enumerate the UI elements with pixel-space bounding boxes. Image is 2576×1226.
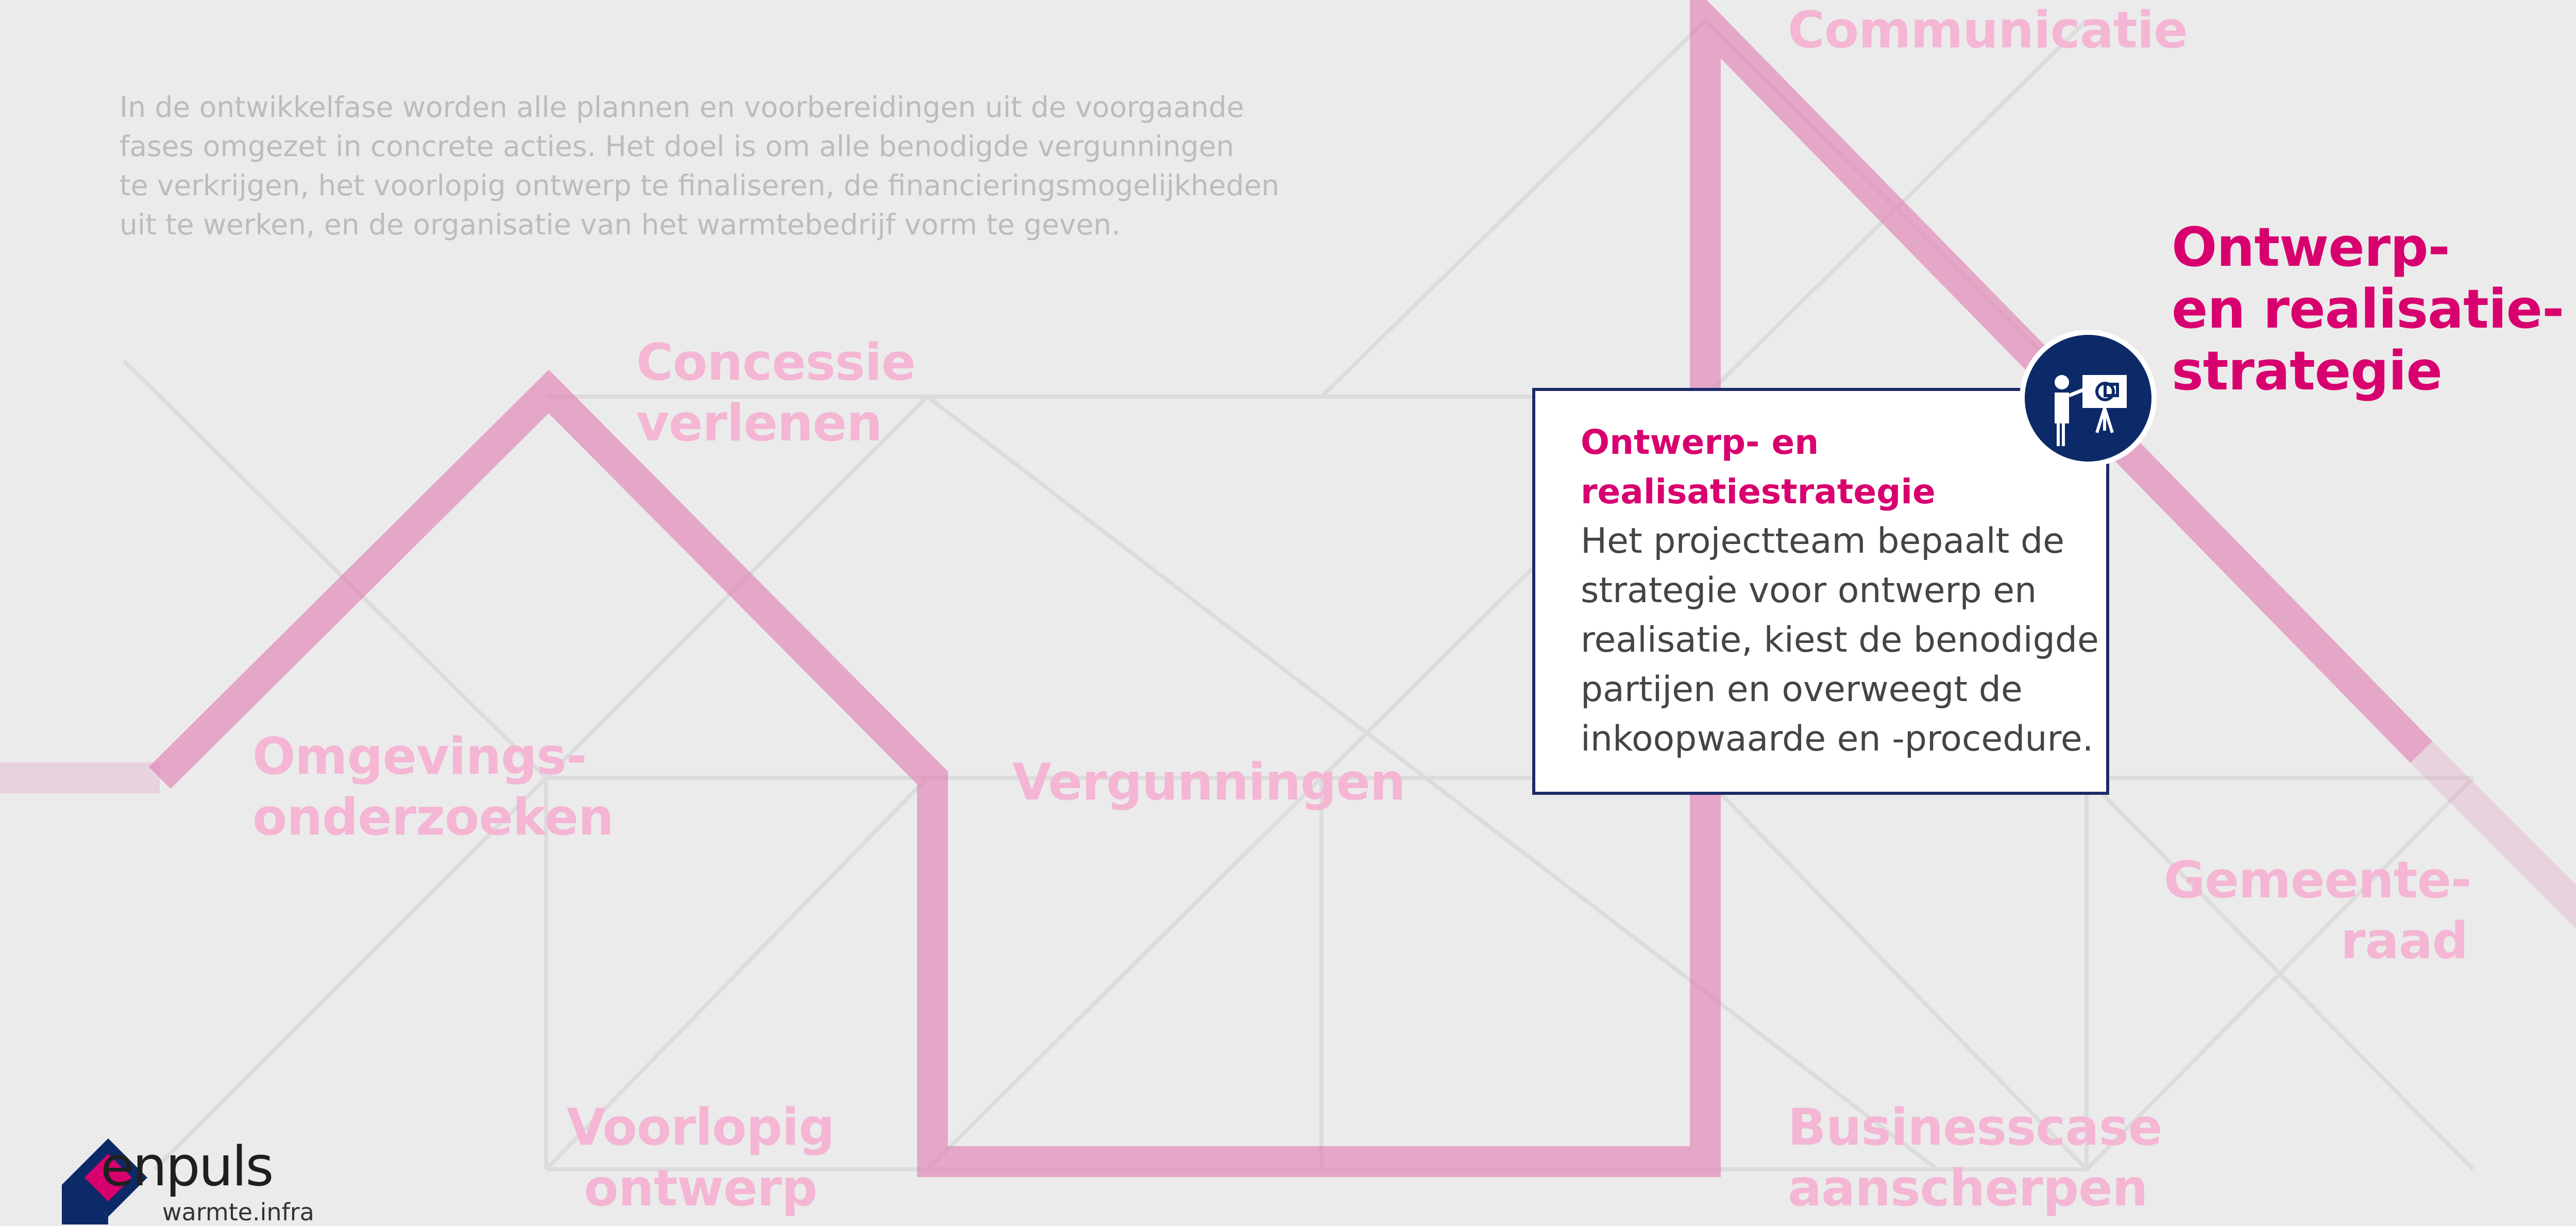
step-label: Businesscase [1788,1098,2162,1157]
step-label: Gemeente- [2164,851,2472,910]
info-text-line: Het projectteam bepaalt de [1581,521,2064,561]
step-voorlopig-ontwerp[interactable]: Voorlopig ontwerp [567,1097,835,1219]
intro-paragraph: In de ontwikkelfase worden alle plannen … [120,88,1304,244]
step-businesscase-aanscherpen[interactable]: Businesscase aanscherpen [1788,1097,2162,1219]
step-label: ontwerp [584,1159,817,1218]
step-communicatie[interactable]: Communicatie [1788,0,2188,61]
step-label: Ontwerp- [2172,216,2450,279]
step-label: Voorlopig [567,1098,835,1157]
step-label: Communicatie [1788,1,2188,60]
enpuls-logo-icon [62,1138,147,1224]
intro-line: In de ontwikkelfase worden alle plannen … [120,91,1244,124]
step-concessie-verlenen[interactable]: Concessie verlenen [636,332,916,454]
step-label: verlenen [636,394,883,453]
step-label: Concessie [636,333,916,392]
info-text-line: realisatie, kiest de benodigde [1581,620,2099,660]
logo-subtitle: warmte.infra [162,1198,314,1226]
info-title-line: Ontwerp- en [1581,422,1819,462]
step-label: en realisatie- [2172,278,2564,340]
step-gemeenteraad[interactable]: Gemeente- raad [2164,850,2472,972]
intro-line: te verkrijgen, het voorlopig ontwerp te … [120,169,1280,202]
intro-line: fases omgezet in concrete acties. Het do… [120,130,1234,163]
info-text-line: strategie voor ontwerp en [1581,570,2037,611]
step-label: Omgevings- [252,727,587,786]
step-label: onderzoeken [252,788,614,847]
step-label: raad [2341,912,2468,970]
step-omgevingsonderzoeken[interactable]: Omgevings- onderzoeken [252,726,614,848]
step-label: Vergunningen [1012,753,1405,812]
info-box-title: Ontwerp- en realisatiestrategie [1581,418,2080,517]
info-title-line: realisatiestrategie [1581,472,1936,512]
route-path [0,0,2576,1177]
step-vergunningen[interactable]: Vergunningen [1012,752,1405,813]
step-info-box: Ontwerp- en realisatiestrategie Het proj… [1532,388,2109,795]
info-text-line: partijen en overweegt de [1581,669,2023,710]
presentation-icon[interactable] [2025,335,2151,462]
presentation-icon-graphic [2055,375,2127,446]
step-ontwerp-realisatiestrategie[interactable]: Ontwerp- en realisatie- strategie [2172,216,2564,402]
info-text-line: inkoopwaarde en -procedure. [1581,719,2094,759]
info-box-text: Het projectteam bepaalt de strategie voo… [1581,517,2099,764]
step-label: strategie [2172,339,2443,402]
intro-line: uit te werken, en de organisatie van het… [120,208,1121,241]
logo-wordmark: enpuls [100,1135,274,1198]
step-label: aanscherpen [1788,1159,2148,1218]
